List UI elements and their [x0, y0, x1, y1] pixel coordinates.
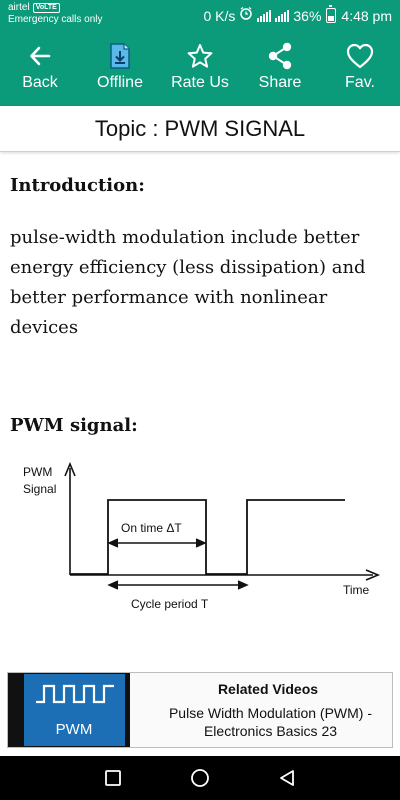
- circle-icon: [191, 769, 209, 787]
- rate-us-button[interactable]: Rate Us: [160, 28, 240, 106]
- share-label: Share: [258, 74, 302, 91]
- emergency-text: Emergency calls only: [8, 14, 103, 25]
- back-nav-button[interactable]: [267, 758, 307, 798]
- favorite-button[interactable]: Fav.: [320, 28, 400, 106]
- signal-x-icon: [275, 9, 290, 22]
- thumb-text: PWM: [56, 721, 93, 738]
- app-toolbar: Back Offline Rate Us Share Fav.: [0, 28, 400, 106]
- offline-label: Offline: [97, 74, 143, 91]
- clock-time: 4:48 pm: [341, 7, 392, 24]
- status-bar: airtel VoLTE Emergency calls only 0 K/s …: [0, 0, 400, 28]
- home-button[interactable]: [180, 758, 220, 798]
- on-time-label: On time ΔT: [121, 521, 182, 535]
- heart-icon: [346, 42, 374, 70]
- offline-button[interactable]: Offline: [80, 28, 160, 106]
- battery-percent: 36%: [293, 7, 322, 24]
- pwm-waveform: [70, 499, 345, 575]
- star-icon: [187, 42, 213, 70]
- triangle-back-icon: [279, 770, 294, 786]
- video-thumbnail: PWM: [8, 673, 130, 747]
- time-axis-label: Time: [343, 583, 370, 597]
- x-axis-arrow: [365, 569, 381, 581]
- on-time-arrowheads: [107, 538, 207, 548]
- video-thumbnail-image: PWM: [24, 674, 125, 746]
- network-speed: 0 K/s: [203, 7, 236, 24]
- square-icon: [105, 770, 122, 786]
- introduction-heading: Introduction:: [10, 175, 145, 196]
- back-label: Back: [22, 74, 58, 91]
- topic-header: Topic : PWM SIGNAL: [0, 106, 400, 152]
- related-videos-header: Related Videos: [217, 681, 319, 697]
- volte-badge: VoLTE: [32, 3, 60, 13]
- related-video-title[interactable]: Pulse Width Modulation (PWM) - Electroni…: [168, 705, 373, 739]
- signal-4g-icon: [257, 9, 272, 22]
- rate-us-label: Rate Us: [171, 74, 229, 91]
- alarm-icon: [239, 6, 253, 25]
- cycle-arrowheads: [107, 580, 249, 590]
- status-right: 0 K/s 36% 4:48 pm: [203, 5, 392, 25]
- related-video-card[interactable]: PWM Related Videos Pulse Width Modulatio…: [7, 672, 393, 748]
- pwm-wave-thumb-icon: PWM: [36, 684, 114, 738]
- topic-title: Topic : PWM SIGNAL: [94, 115, 306, 141]
- back-arrow-icon: [29, 42, 51, 70]
- introduction-text: pulse-width modulation include better en…: [10, 227, 366, 338]
- y-label-pwm: PWM: [23, 465, 52, 479]
- system-nav-bar: [0, 756, 400, 800]
- pwm-signal-heading: PWM signal:: [10, 415, 138, 436]
- carrier-name: airtel: [8, 2, 30, 13]
- download-file-icon: [108, 42, 132, 70]
- status-left: airtel VoLTE Emergency calls only: [8, 2, 102, 26]
- battery-icon: [326, 5, 337, 23]
- y-axis-arrow: [64, 461, 76, 477]
- recents-button[interactable]: [93, 758, 133, 798]
- back-button[interactable]: Back: [0, 28, 80, 106]
- pwm-signal-diagram: PWM Signal On time ΔT Cycle period T Tim…: [23, 461, 381, 611]
- cycle-period-label: Cycle period T: [131, 597, 209, 611]
- share-button[interactable]: Share: [240, 28, 320, 106]
- favorite-label: Fav.: [345, 74, 375, 91]
- share-icon: [267, 42, 293, 70]
- y-label-signal: Signal: [23, 482, 56, 496]
